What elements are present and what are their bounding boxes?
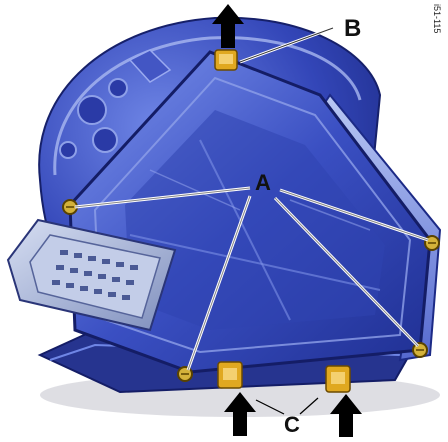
retaining-clip-c-right	[326, 366, 350, 392]
retaining-clip-c-left	[218, 362, 242, 388]
retaining-clip-b	[215, 50, 237, 70]
reference-code-text: i51-115	[432, 4, 442, 33]
label-c: C	[284, 412, 300, 437]
label-b: B	[344, 15, 361, 42]
screw-a-left	[63, 200, 77, 214]
label-a: A	[255, 170, 271, 195]
screw-a-right	[425, 236, 439, 250]
reference-code: i51-115	[432, 4, 446, 74]
